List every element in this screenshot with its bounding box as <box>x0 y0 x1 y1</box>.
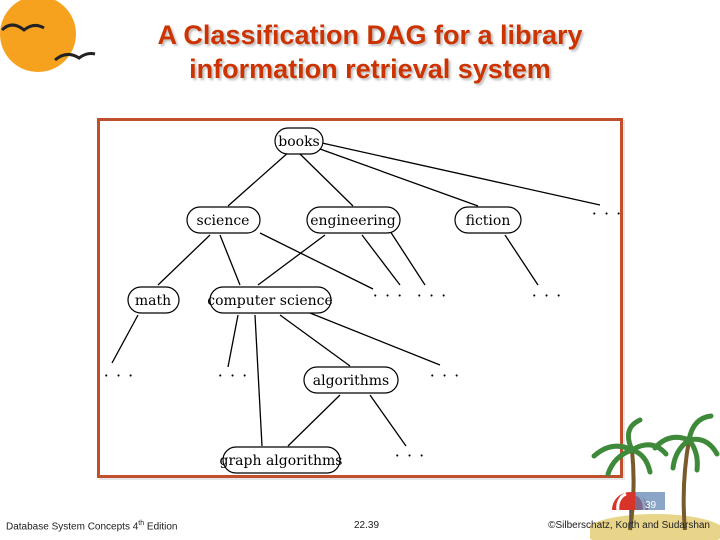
palm-beach-icon <box>590 413 720 540</box>
dag-diagram-canvas: books science engineering fiction math c… <box>104 127 620 474</box>
title-line-1: A Classification DAG for a library <box>157 20 583 50</box>
edge-fiction-more <box>504 234 539 286</box>
footer-copyright: ©Silberschatz, Korth and Sudarshan <box>548 520 710 531</box>
sun-and-birds-logo <box>0 0 96 72</box>
node-books: books <box>278 134 320 150</box>
node-fiction: fiction <box>466 213 511 229</box>
node-science-box <box>186 206 261 234</box>
edge-cs-graph-algorithms <box>254 314 263 447</box>
edge-books-engineering <box>299 153 354 207</box>
node-fiction-box <box>454 206 522 234</box>
ellipsis-books: · · · <box>592 204 620 223</box>
node-math-box <box>127 286 180 314</box>
ellipsis-engineering: · · · <box>417 286 447 305</box>
footer-book-title: Database System Concepts 4th Edition <box>6 520 178 532</box>
ellipsis-math: · · · <box>104 366 134 385</box>
node-computer-science-box <box>209 286 332 314</box>
edge-engineering-more-2 <box>389 230 426 286</box>
node-graph-algorithms: graph algorithms <box>220 453 343 469</box>
node-graph-algorithms-box <box>222 446 341 474</box>
edge-science-more <box>259 232 374 290</box>
ellipsis-science: · · · <box>373 286 403 305</box>
dag-diagram: books science engineering fiction math c… <box>97 118 623 478</box>
footer-book-title-text: Database System Concepts 4 <box>6 521 139 533</box>
edge-books-more <box>321 142 601 206</box>
edge-engineering-more-1 <box>361 234 401 286</box>
edge-science-math <box>157 234 211 286</box>
edge-books-fiction <box>319 148 479 207</box>
node-engineering-box <box>306 206 401 234</box>
node-engineering: engineering <box>310 213 396 229</box>
title-line-2: information retrieval system <box>189 54 551 84</box>
edge-cs-algorithms <box>279 314 351 367</box>
footer-edition-text: Edition <box>144 521 178 533</box>
footer-edition-sup: th <box>138 520 145 527</box>
node-computer-science: computer science <box>207 293 333 309</box>
edge-algorithms-graph-algorithms <box>287 394 341 447</box>
page-title: A Classification DAG for a library infor… <box>100 18 640 86</box>
node-algorithms: algorithms <box>313 373 390 389</box>
ellipsis-computer-science-2: · · · <box>430 366 460 385</box>
node-science: science <box>197 213 250 229</box>
edge-books-science <box>227 150 291 207</box>
node-books-box <box>274 127 324 155</box>
ellipsis-fiction: · · · <box>532 286 562 305</box>
edge-cs-more-2 <box>304 310 441 366</box>
edge-math-more <box>111 314 139 364</box>
edge-cs-more <box>227 314 239 368</box>
edge-algorithms-more <box>369 394 407 447</box>
page-number: 39 <box>645 500 657 511</box>
edge-science-cs <box>219 234 241 286</box>
ellipsis-algorithms: · · · <box>395 446 425 465</box>
footer-slide-number: 22.39 <box>354 520 380 531</box>
edge-engineering-cs <box>257 234 326 286</box>
node-math: math <box>135 293 171 309</box>
node-algorithms-box <box>303 366 399 394</box>
ellipsis-computer-science: · · · <box>218 366 248 385</box>
